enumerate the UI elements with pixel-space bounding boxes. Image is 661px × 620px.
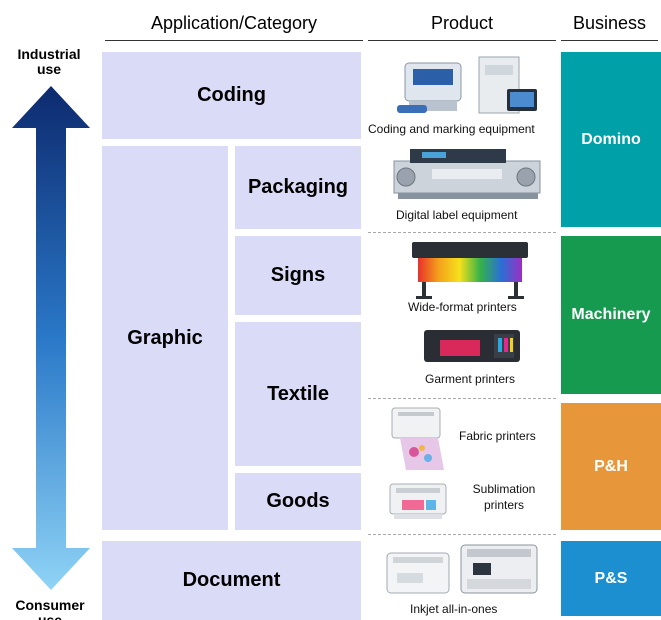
caption-inkjet: Inkjet all-in-ones — [410, 602, 498, 616]
coding-marking-equipment-image — [397, 56, 537, 114]
separator-line — [368, 534, 556, 535]
caption-digital-label: Digital label equipment — [396, 208, 518, 222]
digital-label-equipment-image — [393, 149, 541, 199]
axis-bottom-label: Consumer use — [15, 598, 85, 620]
header-application-category: Application/Category — [150, 13, 318, 33]
category-document: Document — [102, 541, 361, 620]
category-goods: Goods — [235, 473, 361, 530]
caption-coding-marking: Coding and marking equipment — [368, 122, 535, 136]
wide-format-printer-image — [412, 242, 528, 299]
category-graphic: Graphic — [102, 146, 228, 530]
category-textile: Textile — [235, 322, 361, 466]
separator-line — [368, 398, 556, 399]
sublimation-printer-image — [389, 483, 447, 519]
category-coding: Coding — [102, 52, 361, 139]
inkjet-all-in-one-image — [386, 544, 538, 594]
caption-wide-format: Wide-format printers — [408, 300, 517, 314]
category-signs: Signs — [235, 236, 361, 315]
category-packaging: Packaging — [235, 146, 361, 229]
business-ph: P&H — [561, 403, 661, 530]
header-divider — [561, 40, 658, 41]
separator-line — [368, 232, 556, 233]
axis-top-label: Industrial use — [17, 46, 81, 77]
fabric-printer-image — [391, 407, 444, 470]
header-divider — [368, 40, 556, 41]
caption-sublimation: Sublimation printers — [472, 482, 536, 512]
garment-printer-image — [424, 330, 520, 362]
caption-fabric: Fabric printers — [459, 429, 536, 443]
header-divider — [105, 40, 363, 41]
caption-garment: Garment printers — [425, 372, 516, 386]
business-machinery: Machinery — [561, 236, 661, 394]
header-business: Business — [572, 13, 647, 33]
business-ps: P&S — [561, 541, 661, 616]
header-product: Product — [430, 13, 494, 33]
industrial-consumer-arrow — [12, 86, 90, 590]
business-domino: Domino — [561, 52, 661, 227]
